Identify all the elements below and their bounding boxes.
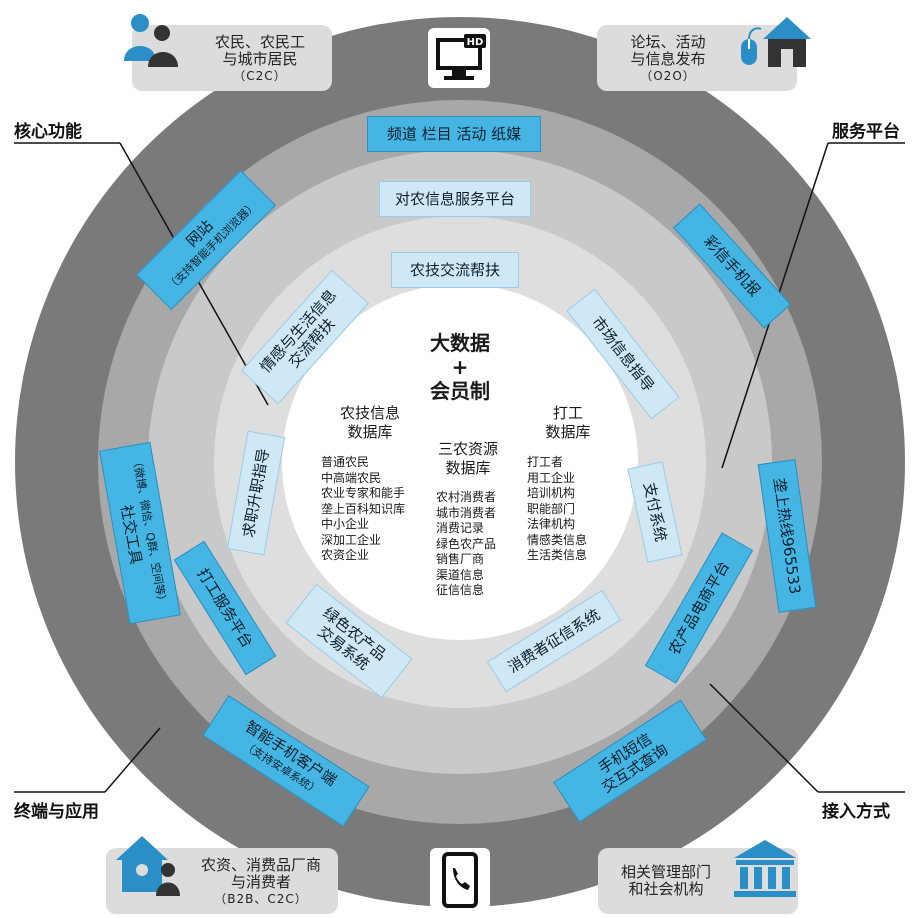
list-item: 生活类信息 <box>527 548 588 562</box>
box-channels-label: 频道 栏目 活动 纸媒 <box>386 125 522 143</box>
list-item: 城市消费者 <box>436 505 497 520</box>
list-item: 农村消费者 <box>436 490 497 504</box>
box-tech-exchange: 农技交流帮扶 <box>391 252 519 288</box>
mouse-home-icon <box>741 17 811 67</box>
corner-bl-line2: 与消费者 <box>230 873 291 891</box>
list-item: 销售厂商 <box>436 552 485 566</box>
corner-card-top-left: 农民、农民工 与城市居民 （C2C） <box>124 14 332 91</box>
corner-tr-line3: （O2O） <box>640 69 696 83</box>
db-mid-title-1: 三农资源 <box>437 440 498 458</box>
list-item: 情感类信息 <box>527 532 588 547</box>
corner-tl-line3: （C2C） <box>233 69 287 83</box>
corner-card-top-right: 论坛、活动 与信息发布 （O2O） <box>597 17 811 91</box>
list-item: 职能部门 <box>527 501 576 516</box>
list-item: 用工企业 <box>527 470 576 485</box>
list-item: 深加工企业 <box>321 532 382 547</box>
core-title-line2: 会员制 <box>430 379 490 403</box>
box-info-platform: 对农信息服务平台 <box>379 181 531 217</box>
list-item: 中高端农民 <box>321 470 382 485</box>
list-item: 打工者 <box>527 455 564 469</box>
home-person-icon <box>116 836 180 896</box>
db-right-list: 打工者 用工企业 培训机构 职能部门 法律机构 情感类信息 生活类信息 <box>527 455 587 564</box>
list-item: 渠道信息 <box>436 567 485 582</box>
corner-bl-line3: （B2B、C2C） <box>214 892 308 906</box>
list-item: 培训机构 <box>527 486 576 500</box>
box-hotline-label: 垄上热线965533 <box>769 476 805 596</box>
core-title-line1: 大数据 <box>430 331 490 355</box>
box-tech-exchange-label: 农技交流帮扶 <box>409 261 500 279</box>
list-item: 中小企业 <box>321 517 370 531</box>
phone-icon <box>430 848 490 910</box>
people-icon <box>124 14 178 67</box>
pointer-access-diag <box>709 683 819 793</box>
monitor-hd-icon: HD <box>428 28 490 88</box>
list-item: 法律机构 <box>527 517 576 531</box>
label-service-platform: 服务平台 <box>832 122 900 142</box>
corner-tl-line2: 与城市居民 <box>222 50 298 68</box>
ring-core <box>282 284 638 640</box>
list-item: 普通农民 <box>321 455 370 469</box>
list-item: 征信信息 <box>436 583 485 597</box>
list-item: 垄上百科知识库 <box>321 501 406 516</box>
list-item: 消费记录 <box>436 521 485 535</box>
corner-bl-line1: 农资、消费品厂商 <box>200 856 321 874</box>
corner-br-line2: 和社会机构 <box>628 880 704 898</box>
core-title-plus: + <box>451 355 469 379</box>
label-terminals: 终端与应用 <box>14 802 99 822</box>
bank-icon <box>734 840 796 897</box>
corner-card-bottom-left: 农资、消费品厂商 与消费者 （B2B、C2C） <box>106 836 338 914</box>
list-item: 农资企业 <box>321 548 370 562</box>
box-payment-label: 支付系统 <box>639 480 671 544</box>
box-job-label: 求职升职指导 <box>239 447 273 539</box>
db-left-title-1: 农技信息 <box>339 404 400 422</box>
db-mid-list: 农村消费者 城市消费者 消费记录 绿色农产品 销售厂商 渠道信息 征信信息 <box>436 490 496 599</box>
db-left-list: 普通农民 中高端农民 农业专家和能手 垄上百科知识库 中小企业 深加工企业 农资… <box>321 455 405 564</box>
db-left-title: 农技信息 数据库 <box>320 404 420 442</box>
list-item: 绿色农产品 <box>436 536 497 551</box>
corner-tr-line2: 与信息发布 <box>630 50 706 68</box>
corner-card-bottom-right: 相关管理部门 和社会机构 <box>598 840 798 914</box>
pointer-terminals-diag <box>104 727 161 793</box>
box-channels: 频道 栏目 活动 纸媒 <box>367 116 541 152</box>
db-right-title-2: 数据库 <box>545 423 591 441</box>
box-info-platform-label: 对农信息服务平台 <box>394 190 515 208</box>
corner-br-line1: 相关管理部门 <box>620 863 711 881</box>
db-right-title: 打工 数据库 <box>518 404 618 442</box>
corner-tr-line1: 论坛、活动 <box>630 33 706 51</box>
core-title: 大数据 + 会员制 <box>400 331 520 403</box>
list-item: 农业专家和能手 <box>321 486 406 500</box>
db-left-title-2: 数据库 <box>347 423 393 441</box>
db-mid-title-2: 数据库 <box>445 459 491 477</box>
db-right-title-1: 打工 <box>552 404 583 422</box>
label-access: 接入方式 <box>822 802 890 822</box>
db-mid-title: 三农资源 数据库 <box>418 440 518 478</box>
corner-tl-line1: 农民、农民工 <box>214 33 305 51</box>
label-core-functions: 核心功能 <box>14 122 82 142</box>
svg-text:HD: HD <box>467 37 484 48</box>
